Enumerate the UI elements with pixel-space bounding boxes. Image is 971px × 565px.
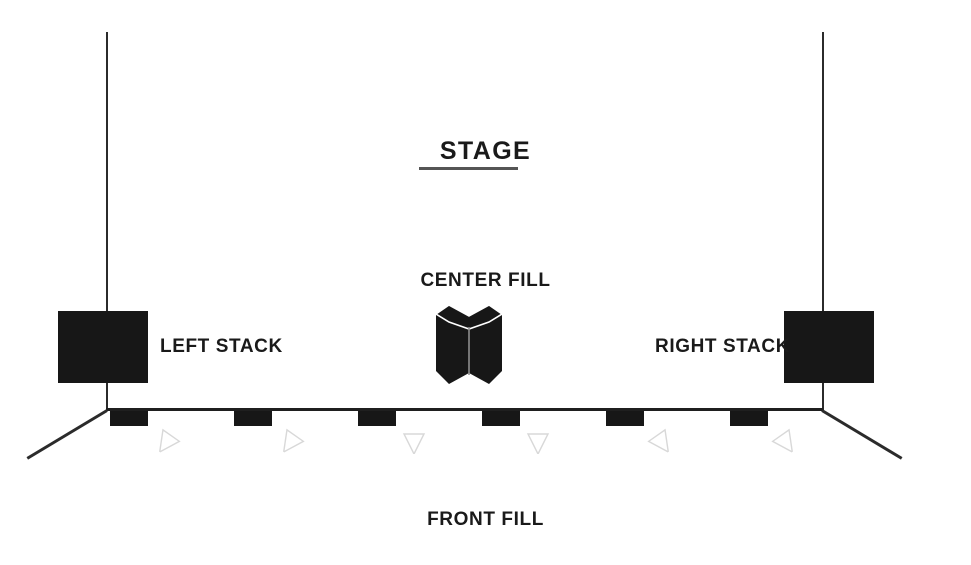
center-fill-speaker	[436, 305, 502, 384]
front-fill-bar	[482, 411, 520, 426]
left-stack-label: LEFT STACK	[160, 336, 283, 357]
front-fill-bar	[730, 411, 768, 426]
front-fill-bar	[234, 411, 272, 426]
front-fill-bar	[110, 411, 148, 426]
truss-line-right	[822, 32, 824, 411]
front-fill-bar	[606, 411, 644, 426]
page-title: STAGE	[439, 137, 532, 165]
stage-edge-line	[106, 408, 823, 411]
center-fill-label: CENTER FILL	[420, 270, 551, 291]
dispersion-triangle	[402, 433, 426, 454]
stage-wing-right	[821, 409, 903, 460]
right-stack-speaker	[784, 311, 874, 383]
dispersion-triangle	[158, 428, 181, 454]
dispersion-triangle	[647, 428, 670, 454]
dispersion-triangle	[282, 428, 305, 454]
truss-line-left	[106, 32, 108, 411]
front-fill-bar	[358, 411, 396, 426]
dispersion-triangle	[771, 428, 794, 454]
dispersion-triangle	[526, 433, 550, 454]
right-stack-label: RIGHT STACK	[655, 336, 791, 357]
left-stack-speaker	[58, 311, 148, 383]
stage-title-underline	[419, 167, 518, 170]
front-fill-label: FRONT FILL	[427, 509, 544, 530]
stage-wing-left	[26, 409, 108, 460]
